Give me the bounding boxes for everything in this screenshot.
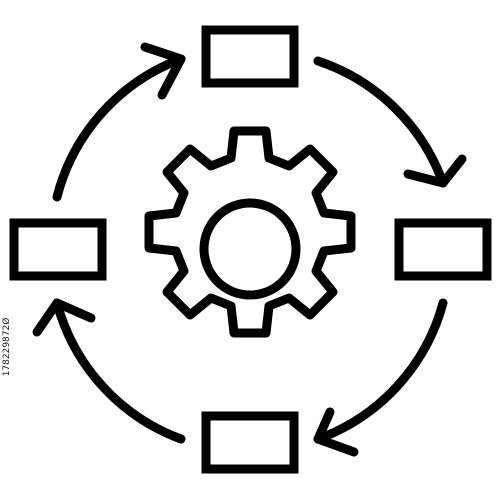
arrow-bottom-left-icon: [32, 298, 186, 444]
gear-icon: [144, 126, 356, 338]
stock-id-watermark: 178229872Ø: [2, 317, 12, 377]
arrow-bottom-right-icon: [313, 298, 448, 457]
top-box: [201, 25, 299, 88]
arrow-top-left-icon: [52, 42, 186, 202]
right-box: [394, 218, 492, 281]
bottom-box: [201, 411, 299, 474]
arrow-top-right-icon: [313, 56, 467, 188]
left-box: [9, 218, 107, 281]
gear-hub-circle: [199, 198, 301, 300]
